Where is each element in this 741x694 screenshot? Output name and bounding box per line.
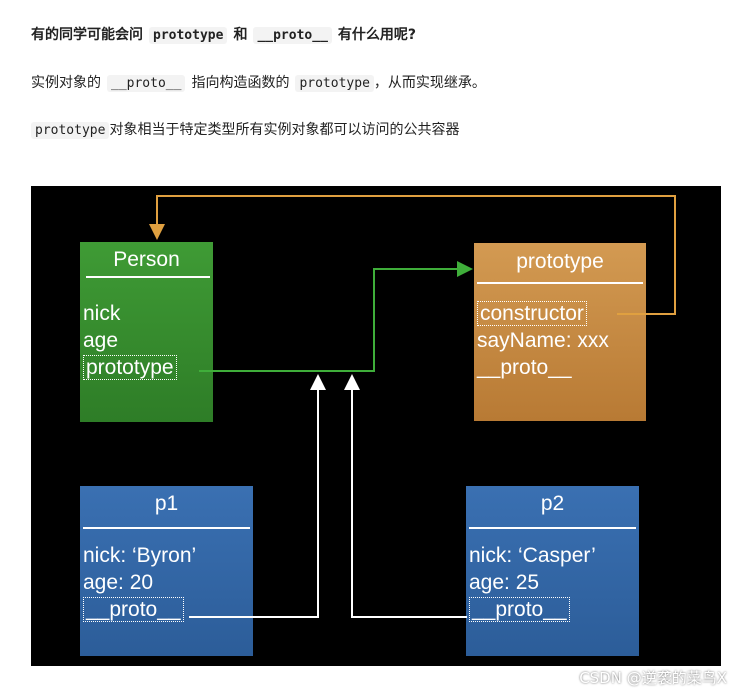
prototype-divider: [477, 282, 643, 284]
p1-box: p1 nick: ‘Byron’ age: 20 __proto__: [80, 486, 253, 656]
para1-text-pre: 实例对象的: [31, 75, 101, 91]
para1-text-mid: 指向构造函数的: [191, 75, 290, 91]
diagram-arrows: [149, 195, 676, 618]
p2-prop-proto: __proto__: [469, 597, 570, 622]
person-prop-nick: nick: [83, 302, 121, 325]
p1-prop-proto: __proto__: [83, 597, 184, 622]
p1-prop-age: age: 20: [83, 571, 154, 594]
person-prop-prototype: prototype: [83, 355, 177, 380]
p1-title: p1: [154, 492, 179, 515]
p2-title: p2: [540, 492, 565, 515]
article-heading: 有的同学可能会问 prototype 和 __proto__ 有什么用呢?: [31, 25, 416, 46]
prototype-prop-sayname: sayName: xxx: [477, 329, 609, 352]
csdn-watermark: CSDN @逆袭的菜鸟X: [579, 669, 727, 687]
arrow-constructor-to-person: [149, 195, 676, 315]
prototype-diagram: Person nick age prototype prototype cons…: [31, 186, 721, 666]
arrow-p1-proto-to-prototype: [189, 374, 326, 618]
p1-divider: [83, 527, 250, 529]
heading-code-proto: __proto__: [253, 27, 332, 44]
prototype-prop-proto: __proto__: [477, 356, 572, 379]
arrow-person-prototype-to-prototype: [199, 261, 473, 372]
p2-box: p2 nick: ‘Casper’ age: 25 __proto__: [466, 486, 639, 656]
para1-text-post: ，从而实现继承。: [373, 75, 486, 91]
arrow-p2-proto-to-prototype: [344, 374, 467, 618]
para2-text-post: 对象相当于特定类型所有实例对象都可以访问的公共容器: [109, 122, 460, 138]
prototype-title: prototype: [516, 250, 604, 273]
person-prop-age: age: [83, 329, 119, 352]
heading-code-prototype: prototype: [149, 27, 228, 44]
p2-divider: [469, 527, 636, 529]
p2-prop-nick: nick: ‘Casper’: [469, 544, 596, 567]
prototype-box: prototype constructor sayName: xxx __pro…: [474, 243, 646, 421]
heading-text-post: 有什么用呢?: [337, 27, 417, 43]
para1-code-prototype: prototype: [295, 75, 374, 92]
p2-prop-age: age: 25: [469, 571, 540, 594]
person-divider: [86, 276, 210, 278]
p1-prop-nick: nick: ‘Byron’: [83, 544, 197, 567]
heading-text-pre: 有的同学可能会问: [31, 27, 143, 43]
person-box: Person nick age prototype: [80, 242, 213, 422]
person-title: Person: [113, 248, 180, 271]
prototype-prop-constructor: constructor: [477, 301, 587, 326]
para1-code-proto: __proto__: [107, 75, 186, 92]
heading-text-mid: 和: [233, 27, 248, 43]
paragraph-inheritance: 实例对象的 __proto__ 指向构造函数的 prototype，从而实现继承。: [31, 73, 486, 94]
para2-code-prototype: prototype: [31, 122, 110, 139]
